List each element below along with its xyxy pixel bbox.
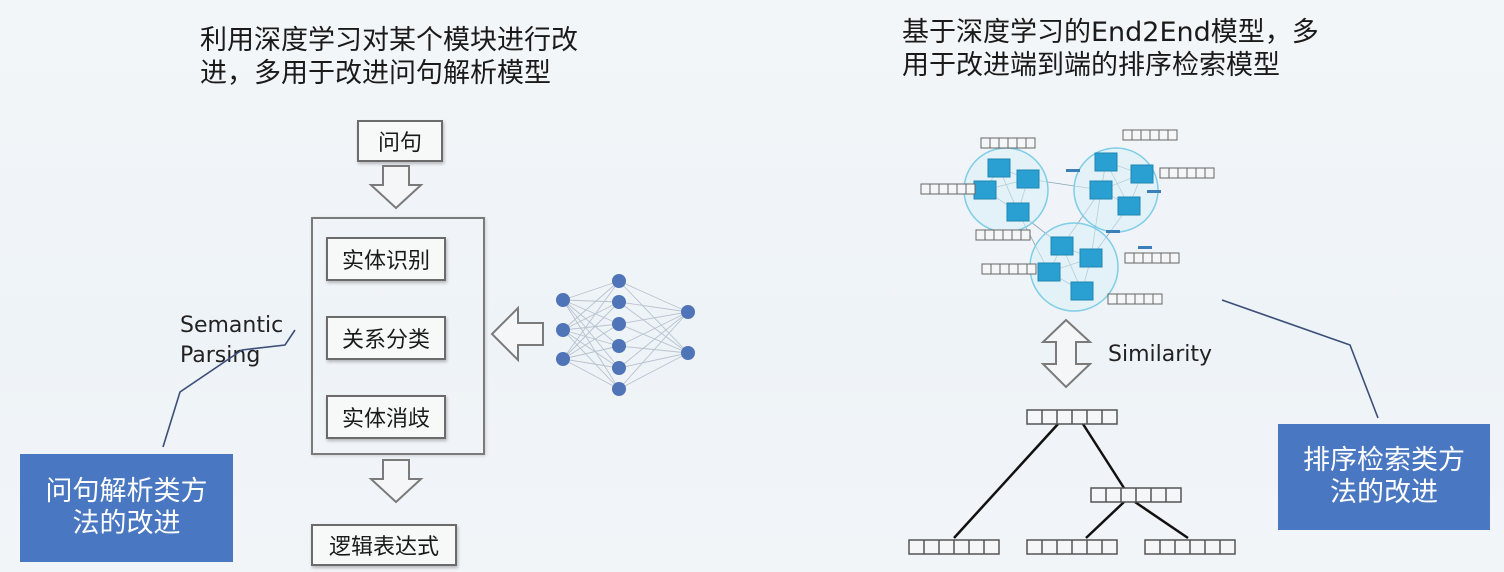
question-parsing-note-line2: 法的改进: [72, 508, 181, 539]
graph-node: [1079, 248, 1103, 268]
ranking-retrieval-note-line2: 法的改进: [1330, 477, 1438, 508]
vector-strip: [920, 183, 976, 195]
edge-label-mark: [1147, 190, 1161, 193]
neuron-node: [681, 346, 695, 360]
graph-node: [1016, 169, 1040, 189]
question-box: 问句: [357, 120, 443, 162]
neuron-node: [612, 317, 626, 331]
graph-node: [1117, 196, 1141, 216]
neuron-node: [612, 295, 626, 309]
step-entity-recognition: 实体识别: [326, 237, 446, 281]
ranking-retrieval-note-line1: 排序检索类方: [1303, 445, 1465, 476]
vector-strip: [980, 137, 1036, 149]
step-relation-classification: 关系分类: [326, 316, 446, 360]
semantic-parsing-label-line1: Semantic: [180, 313, 284, 338]
neuron-node: [556, 323, 570, 337]
neuron-node: [556, 352, 570, 366]
graph-node: [973, 180, 997, 200]
edge-label-mark: [1138, 246, 1152, 249]
graph-node: [1006, 202, 1030, 222]
logical-form-box: 逻辑表达式: [311, 524, 457, 566]
graph-node: [1050, 236, 1074, 256]
vector-strip: [981, 263, 1037, 275]
graph-node: [987, 158, 1011, 178]
neuron-node: [612, 339, 626, 353]
neuron-node: [681, 305, 695, 319]
right-title-line1: 基于深度学习的End2End模型，多: [902, 17, 1319, 48]
down-arrow-icon: [368, 165, 424, 210]
neuron-node: [612, 382, 626, 396]
vector-strip: [1090, 487, 1182, 503]
vector-strip: [1159, 167, 1215, 179]
edge-label-mark: [1106, 230, 1120, 233]
graph-node: [1070, 281, 1094, 301]
vector-strip: [975, 229, 1031, 241]
step-entity-disambiguation: 实体消歧: [326, 395, 446, 439]
vector-strip: [908, 539, 1000, 555]
graph-node: [1130, 164, 1154, 184]
ranking-leader-line: [1221, 299, 1379, 419]
question-parsing-note: 问句解析类方 法的改进: [20, 454, 233, 562]
knowledge-graph-icon: [920, 129, 1215, 312]
graph-node: [1094, 152, 1118, 172]
neuron-node: [556, 293, 570, 307]
neuron-node: [612, 274, 626, 288]
vector-strip: [1026, 409, 1118, 425]
semantic-parsing-leader-line: [162, 329, 296, 448]
left-arrow-icon: [490, 305, 544, 363]
neuron-node: [612, 361, 626, 375]
pipeline-frame: [311, 217, 485, 455]
ranking-retrieval-note: 排序检索类方 法的改进: [1278, 424, 1490, 530]
edge-label-mark: [1066, 169, 1080, 172]
down-arrow-icon: [368, 459, 424, 504]
vector-strip: [1144, 539, 1236, 555]
vector-strip: [1026, 539, 1118, 555]
left-title-line2: 进，多用于改进问句解析模型: [200, 58, 551, 89]
right-title-line2: 用于改进端到端的排序检索模型: [902, 50, 1280, 81]
vector-strip: [1107, 293, 1163, 305]
neural-network-icon: [556, 274, 695, 396]
question-parsing-note-line1: 问句解析类方: [45, 476, 208, 507]
vector-strip: [1122, 129, 1178, 141]
graph-node: [1037, 262, 1061, 282]
double-arrow-icon: [1040, 318, 1093, 389]
semantic-parsing-label-line2: Parsing: [180, 343, 261, 368]
vector-strip: [1124, 252, 1180, 264]
left-title-line1: 利用深度学习对某个模块进行改: [200, 25, 578, 56]
graph-node: [1089, 180, 1113, 200]
similarity-label: Similarity: [1108, 342, 1213, 367]
tree-structure-icon: [953, 423, 1189, 540]
